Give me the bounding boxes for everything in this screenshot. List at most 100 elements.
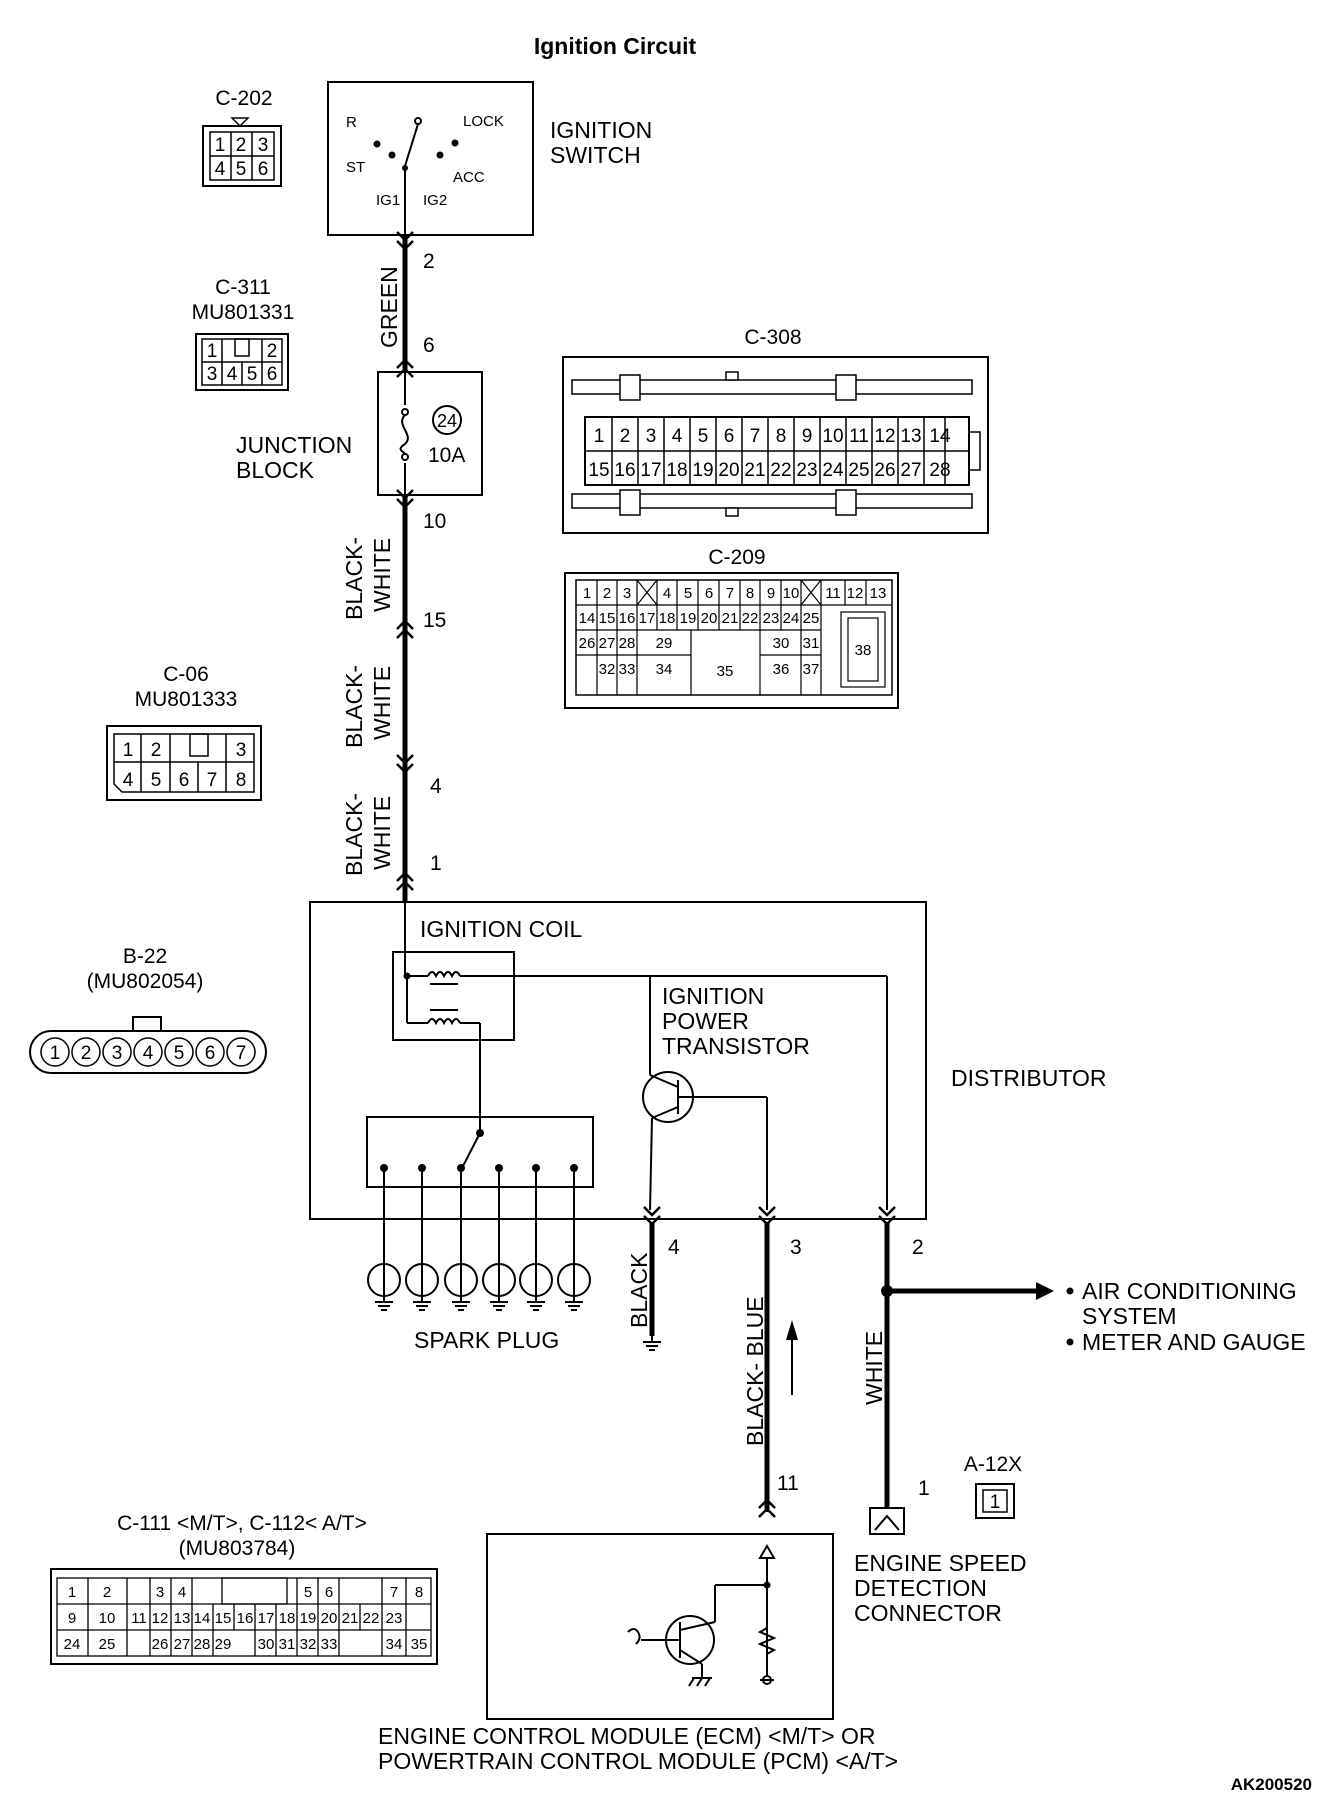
fuse-rating: 10A	[428, 444, 465, 467]
c209-cell: 1	[583, 585, 591, 602]
c209-cell: 25	[803, 610, 820, 627]
c311-cell: 6	[267, 364, 278, 385]
c209-cell: 21	[722, 610, 739, 627]
arrow-right-icon	[1036, 1282, 1054, 1300]
figure-id: AK200520	[1231, 1775, 1312, 1794]
ignition-switch-label-2: SWITCH	[550, 142, 641, 168]
c308-cell: 11	[849, 426, 869, 447]
c209-cell: 18	[659, 610, 676, 627]
c06-cell: 4	[123, 770, 134, 791]
c111-cell: 17	[258, 1610, 275, 1627]
c308-cell: 9	[802, 426, 813, 447]
junction-block: 24 10A JUNCTION BLOCK	[236, 371, 483, 496]
wire-label-bw3-a: BLACK-	[341, 793, 367, 876]
c308-cell: 1	[594, 426, 605, 447]
diagram-title: Ignition Circuit	[534, 33, 697, 59]
connector-c308: C-308 1 2 3 4 5 6 7 8 9 10 11 12 13 14	[562, 326, 989, 534]
c209-cell: 7	[726, 585, 734, 602]
c209-cell: 27	[599, 635, 616, 652]
c06-cell: 3	[236, 740, 247, 761]
b22-name-2: (MU802054)	[87, 970, 204, 993]
c111-cell: 13	[174, 1610, 191, 1627]
c311-cell: 4	[227, 364, 238, 385]
c308-cell: 15	[588, 460, 609, 481]
pin-15: 15	[423, 609, 446, 632]
connector-b22: B-22 (MU802054) 1 2 3 4 5 6 7	[29, 945, 267, 1074]
c06-cell: 2	[151, 740, 162, 761]
c06-name-2: MU801333	[135, 688, 238, 711]
c111-cell: 16	[237, 1610, 254, 1627]
c308-cell: 19	[692, 460, 713, 481]
c111-cell: 9	[68, 1610, 76, 1627]
pin-jb-10: 10	[423, 510, 446, 533]
c209-cell: 35	[717, 663, 734, 680]
pin-sw-2: 2	[423, 250, 435, 273]
c209-cell: 10	[783, 585, 800, 602]
c308-cell: 22	[770, 460, 791, 481]
c308-cell: 24	[822, 460, 844, 481]
c111-cell: 15	[215, 1610, 232, 1627]
c111-cell: 25	[99, 1636, 116, 1653]
c209-cell: 26	[579, 635, 596, 652]
c209-cell: 32	[599, 661, 616, 678]
c209-cell: 30	[773, 635, 790, 652]
c111-cell: 28	[194, 1636, 211, 1653]
c308-cell: 27	[900, 460, 921, 481]
wire-label-white: WHITE	[861, 1331, 887, 1405]
pin-ecm-11: 11	[777, 1472, 799, 1495]
c111-cell: 4	[178, 1584, 186, 1601]
distributor-box	[309, 901, 927, 1220]
b22-cell: 1	[50, 1043, 61, 1064]
c209-cell: 2	[603, 585, 611, 602]
switch-pos-r: R	[346, 114, 357, 131]
c06-cell: 1	[123, 740, 134, 761]
pin-d-3: 3	[790, 1236, 802, 1259]
c06-cell: 7	[207, 770, 218, 791]
c111-cell: 30	[258, 1636, 275, 1653]
c209-cell: 31	[803, 635, 820, 652]
pin-esd-1: 1	[918, 1477, 930, 1500]
c308-cell: 4	[672, 426, 683, 447]
c308-cell: 12	[874, 426, 895, 447]
esd-label-3: CONNECTOR	[854, 1600, 1002, 1626]
wire-label-black: BLACK	[626, 1252, 652, 1328]
c111-cell: 34	[386, 1636, 403, 1653]
c311-cell: 3	[207, 364, 218, 385]
ecm-label-2: POWERTRAIN CONTROL MODULE (PCM) <A/T>	[378, 1748, 898, 1774]
c209-cell: 15	[599, 610, 616, 627]
engine-speed-detection-connector: ENGINE SPEED DETECTION CONNECTOR	[854, 1507, 1027, 1626]
c209-cell: 9	[767, 585, 775, 602]
c308-cell: 10	[822, 426, 843, 447]
c311-name-1: C-311	[215, 276, 271, 299]
c111-cell: 21	[342, 1610, 359, 1627]
output-list: AIR CONDITIONING SYSTEM METER AND GAUGE	[1066, 1278, 1306, 1355]
c308-cell: 2	[620, 426, 631, 447]
switch-pos-lock: LOCK	[463, 113, 504, 130]
c111-cell: 20	[321, 1610, 338, 1627]
c209-cell: 20	[701, 610, 718, 627]
connector-c06: C-06 MU801333 1 2 3 4 5 6 7 8	[106, 663, 262, 801]
c202-cell: 5	[236, 159, 247, 180]
spark-plug-label: SPARK PLUG	[414, 1327, 559, 1353]
c311-cell: 2	[267, 341, 278, 362]
c111-cell: 12	[152, 1610, 169, 1627]
c111-cell: 18	[279, 1610, 296, 1627]
connector-c111: C-111 <M/T>, C-112< A/T> (MU803784) 1 2	[50, 1512, 438, 1665]
c111-cell: 10	[99, 1610, 116, 1627]
c308-cell: 3	[646, 426, 657, 447]
transistor-label-1: IGNITION	[662, 983, 764, 1009]
wire-label-bw2-b: WHITE	[369, 666, 395, 740]
c308-cell: 20	[718, 460, 739, 481]
c209-name: C-209	[708, 546, 765, 569]
ignition-switch-label-1: IGNITION	[550, 117, 652, 143]
c06-cell: 6	[179, 770, 190, 791]
connector-c202: C-202 1 2 3 4 5 6	[202, 87, 282, 187]
wire-label-bw2-a: BLACK-	[341, 665, 367, 748]
c311-cell: 1	[207, 341, 218, 362]
c111-cell: 29	[215, 1636, 232, 1653]
b22-cell: 6	[205, 1043, 216, 1064]
c308-cell: 26	[874, 460, 895, 481]
c311-cell: 5	[247, 364, 258, 385]
c308-cell: 18	[666, 460, 687, 481]
